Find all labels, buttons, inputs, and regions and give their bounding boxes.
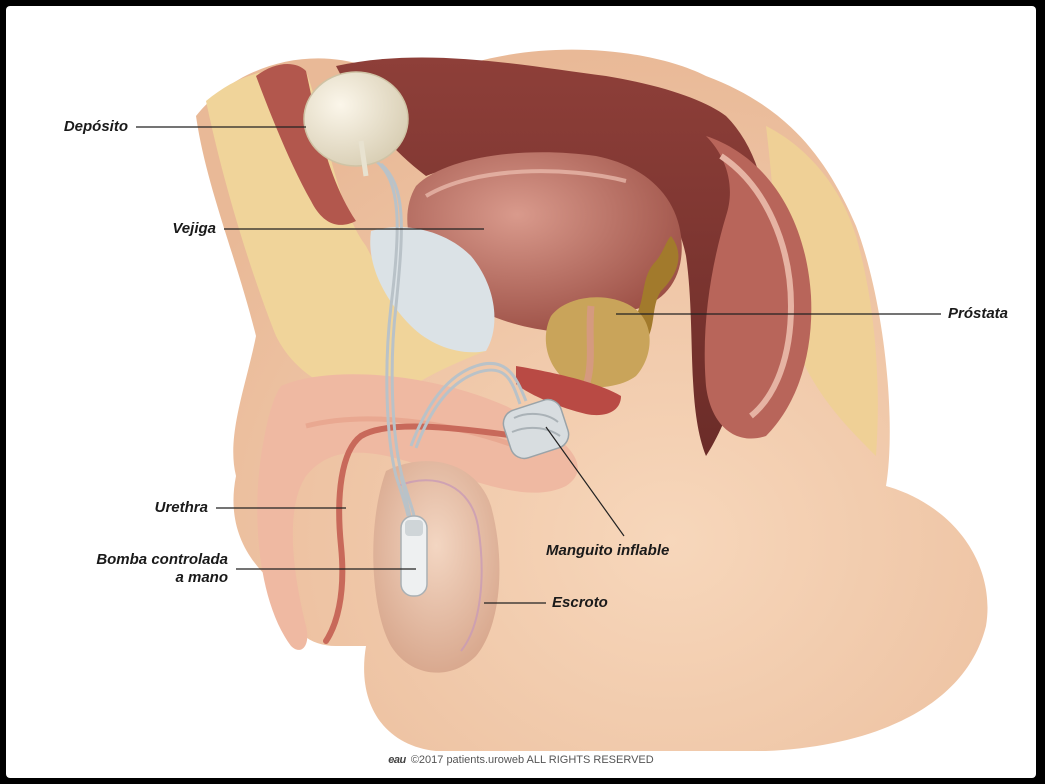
label-vejiga: Vejiga xyxy=(126,220,216,238)
label-bomba: Bomba controlada a mano xyxy=(46,551,228,587)
scrotum-shape xyxy=(373,461,499,672)
prostate-shape xyxy=(546,297,650,387)
anatomy-illustration xyxy=(6,6,1036,778)
eau-logo: eau xyxy=(388,754,405,766)
pump-shape xyxy=(401,516,427,596)
copyright-text: ©2017 patients.uroweb ALL RIGHTS RESERVE… xyxy=(411,754,654,766)
label-deposito: Depósito xyxy=(36,118,128,136)
label-prostata: Próstata xyxy=(948,305,1008,323)
diagram-frame: Depósito Vejiga Próstata Urethra Bomba c… xyxy=(6,6,1036,778)
reservoir-shape xyxy=(304,72,408,166)
label-escroto: Escroto xyxy=(552,594,608,612)
label-manguito: Manguito inflable xyxy=(546,542,669,560)
copyright-footer: eau ©2017 patients.uroweb ALL RIGHTS RES… xyxy=(6,754,1036,766)
label-urethra: Urethra xyxy=(106,499,208,517)
